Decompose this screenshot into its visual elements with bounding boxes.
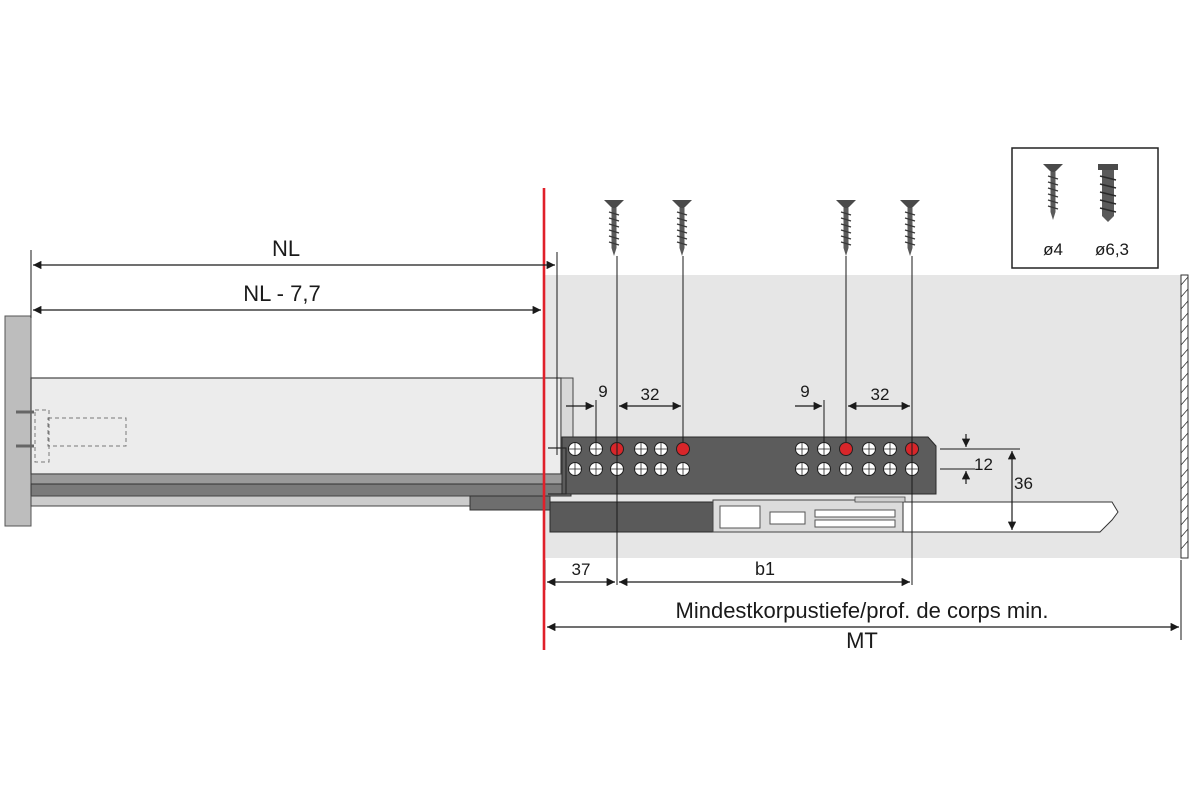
screw-icon	[671, 199, 693, 257]
dimension-mt: Mindestkorpustiefe/prof. de corps min. M…	[547, 598, 1180, 653]
hole-9-right-label: 9	[800, 382, 809, 401]
height-36-label: 36	[1014, 474, 1033, 493]
drawer-side	[16, 377, 574, 511]
screw-icon	[899, 199, 921, 257]
dimension-37-b1: 37 b1	[547, 559, 910, 587]
screw-icon	[603, 199, 625, 257]
mt-label: MT	[846, 628, 878, 653]
height-12-label: 12	[974, 455, 993, 474]
screw-icons	[603, 199, 921, 257]
cabinet-back-wall	[1180, 274, 1189, 559]
mounting-holes-front	[568, 442, 690, 476]
hole-32-right-label: 32	[871, 385, 890, 404]
runner-rail	[549, 496, 1119, 533]
offset-37-label: 37	[572, 560, 591, 579]
drawer-front	[4, 315, 32, 527]
nl-label: NL	[272, 236, 300, 261]
screw-legend: ø4 ø6,3	[1011, 147, 1159, 269]
screw-large-icon	[1098, 164, 1118, 222]
screw-large-label: ø6,3	[1095, 240, 1129, 259]
hole-32-left-label: 32	[641, 385, 660, 404]
screw-small-label: ø4	[1043, 240, 1063, 259]
dimension-nl: NL	[30, 236, 555, 318]
dimension-heights: 12 36	[940, 434, 1100, 533]
dimension-hole-spacing-rear: 9 32	[795, 382, 910, 411]
dimension-hole-spacing-front: 9 32	[566, 382, 681, 411]
mindest-label: Mindestkorpustiefe/prof. de corps min.	[676, 598, 1049, 623]
dimension-nl-minus: NL - 7,7	[33, 281, 541, 315]
b1-label: b1	[755, 559, 775, 579]
nl-minus-label: NL - 7,7	[243, 281, 320, 306]
screw-icon	[835, 199, 857, 257]
runner-cabinet-profile	[548, 436, 937, 495]
hole-9-left-label: 9	[598, 382, 607, 401]
